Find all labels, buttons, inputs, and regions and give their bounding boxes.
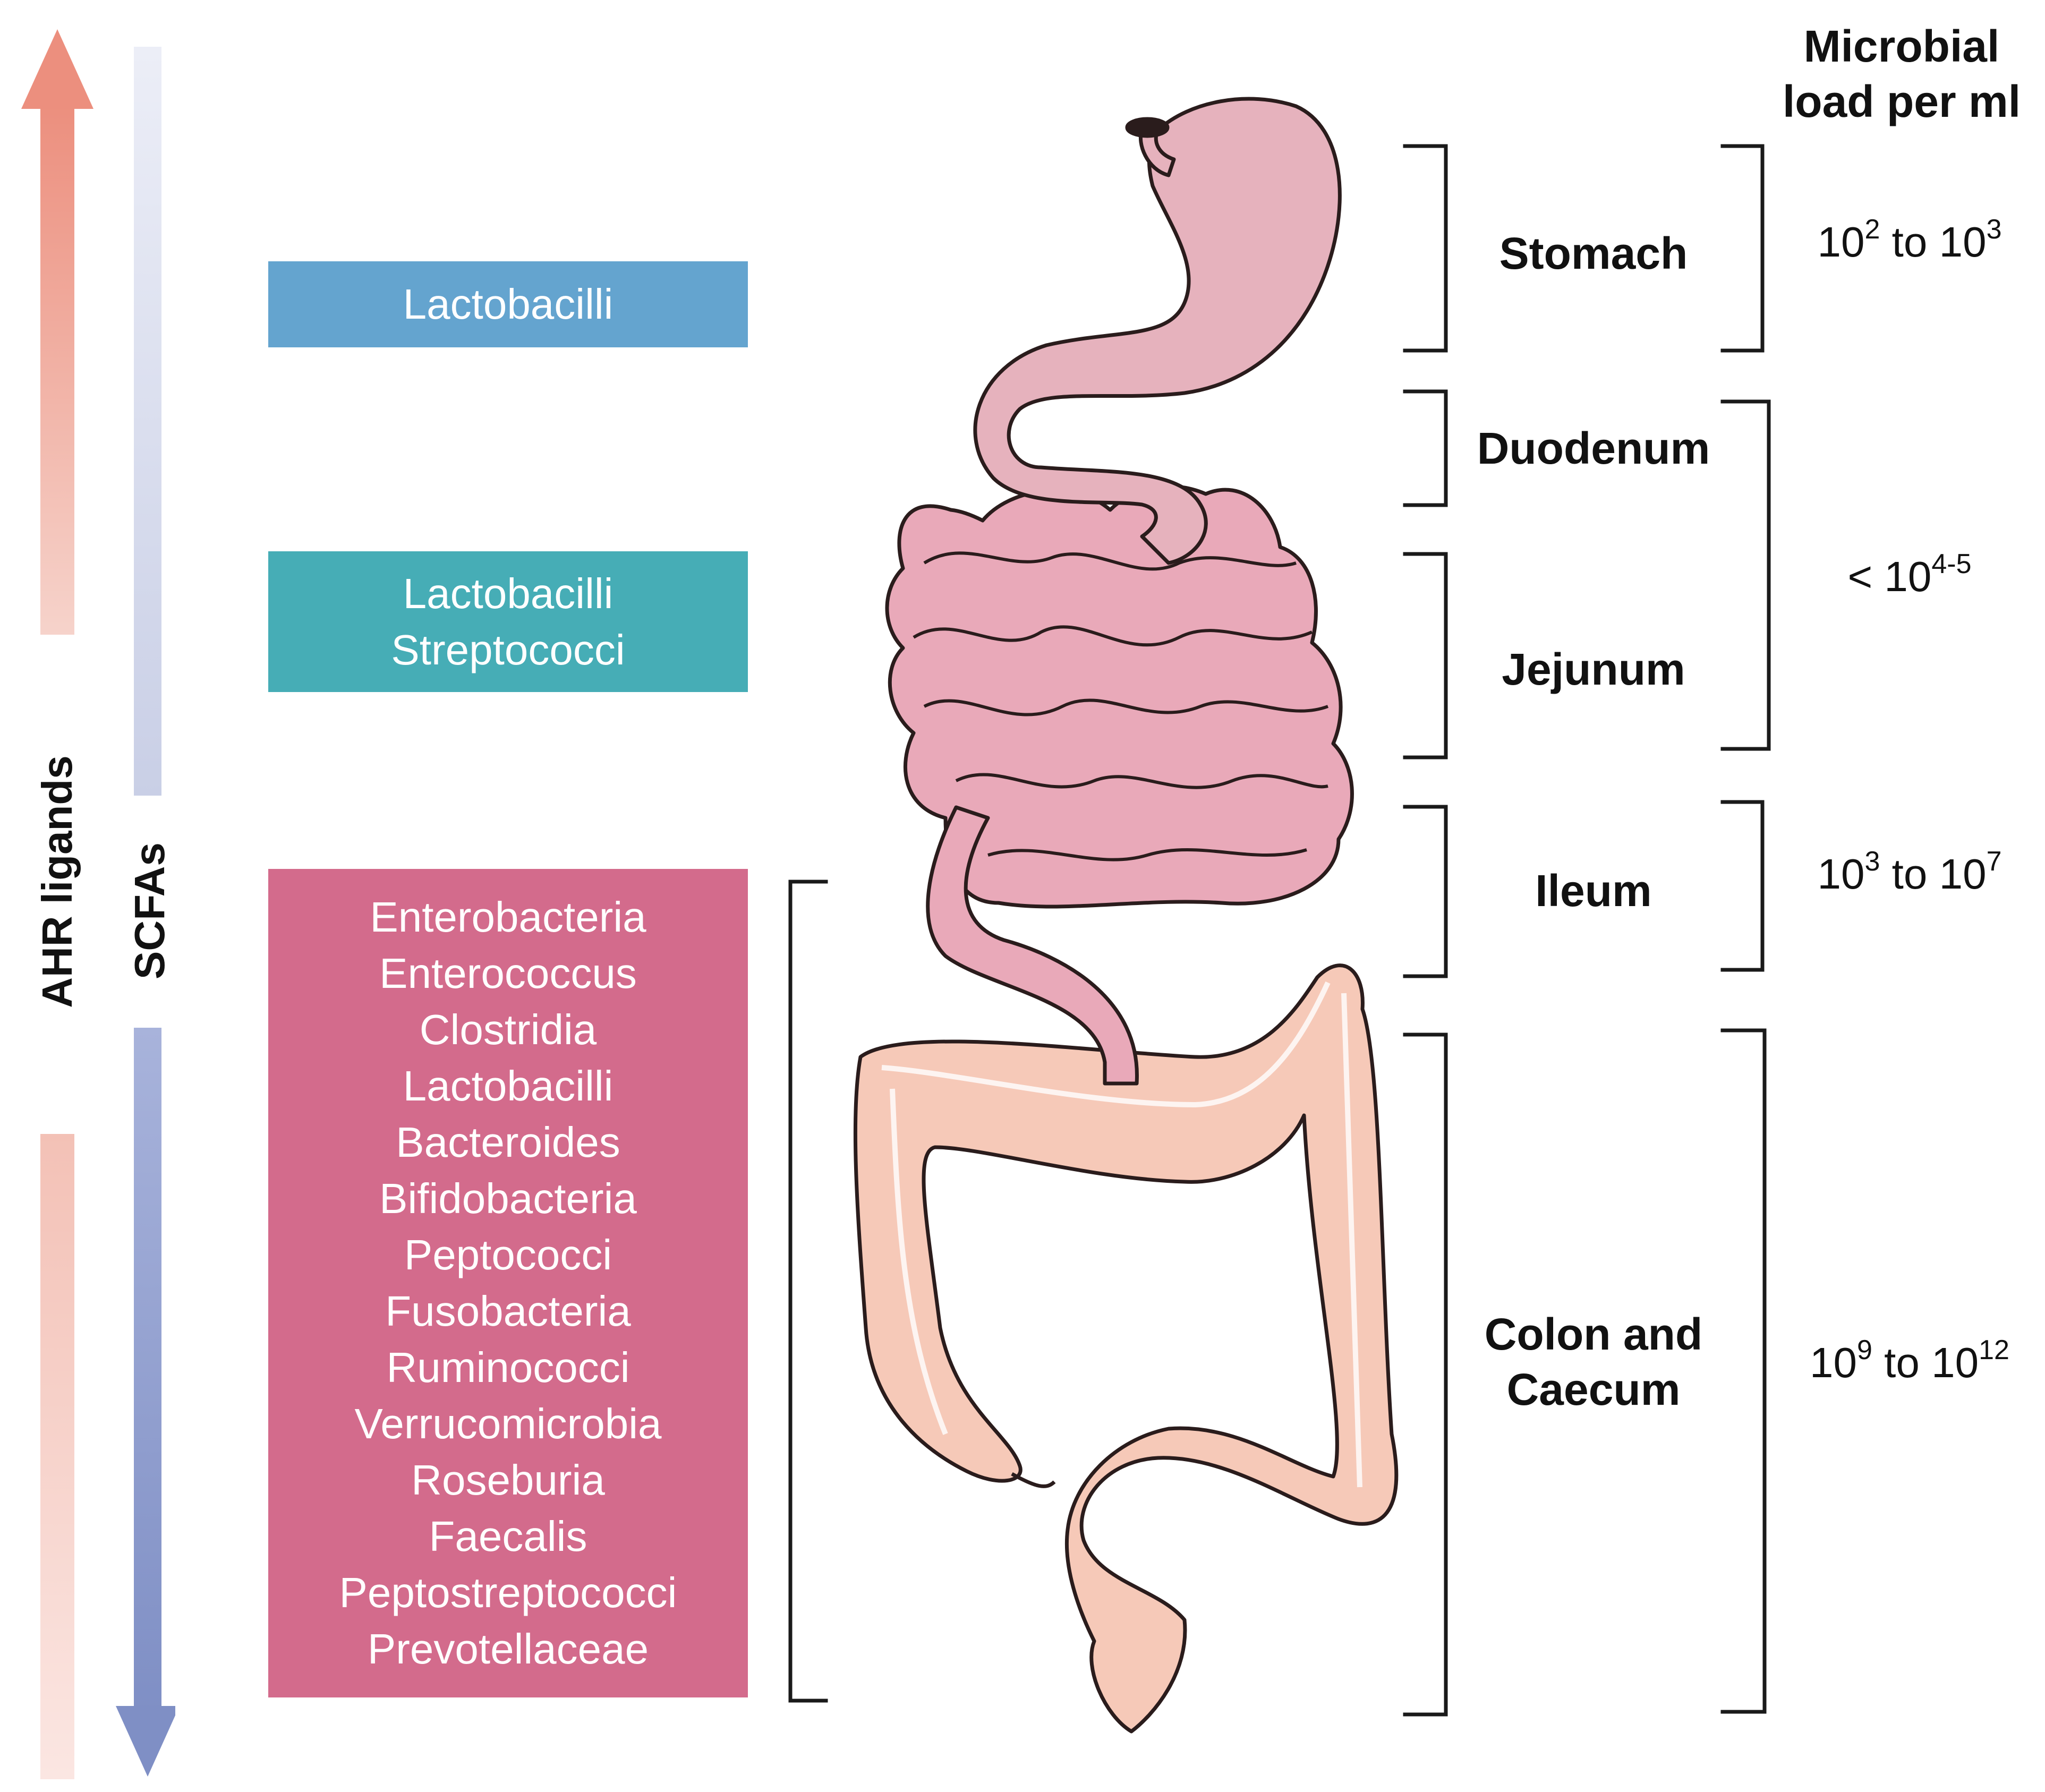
scfa-upper-bar bbox=[134, 47, 161, 796]
bacteria-label: Streptococci bbox=[391, 626, 625, 673]
scfa-arrow-shaft bbox=[134, 1028, 161, 1713]
colon-bacteria-bracket bbox=[788, 880, 828, 1703]
stomach-illustration bbox=[973, 97, 1342, 565]
bacteria-box-small-intestine: Lactobacilli Streptococci bbox=[268, 551, 748, 692]
load-base: 10 bbox=[1817, 850, 1865, 898]
load-exponent: 7 bbox=[1986, 846, 2002, 877]
load-exponent: 9 bbox=[1857, 1335, 1872, 1366]
ileum-bracket bbox=[1403, 805, 1448, 978]
colon-illustration bbox=[853, 963, 1399, 1734]
bacteria-label: Clostridia bbox=[419, 1006, 597, 1053]
load-bracket-stomach bbox=[1720, 144, 1765, 353]
bacteria-label: Ruminococci bbox=[386, 1344, 630, 1391]
load-bracket-ileum bbox=[1720, 800, 1765, 972]
load-exponent: 3 bbox=[1864, 846, 1880, 877]
bacteria-box-colon: Enterobacteria Enterococcus Clostridia L… bbox=[268, 869, 748, 1697]
bacteria-label: Peptococci bbox=[404, 1231, 612, 1278]
load-exponent: 3 bbox=[1986, 214, 2002, 245]
region-duodenum: Duodenum bbox=[1477, 423, 1710, 473]
region-colon-caecum: Colon and Caecum bbox=[1450, 1307, 1737, 1417]
load-exponent: 4-5 bbox=[1931, 549, 1972, 580]
region-stomach: Stomach bbox=[1499, 228, 1688, 278]
bacteria-label: Lactobacilli bbox=[403, 1062, 614, 1110]
gradient-arrows bbox=[21, 29, 175, 1779]
microbial-load-header: Microbial load per ml bbox=[1758, 19, 2045, 129]
stomach-bracket bbox=[1403, 144, 1448, 353]
scfa-arrow-head bbox=[116, 1706, 175, 1777]
region-jejunum: Jejunum bbox=[1502, 644, 1685, 694]
region-colon-line-1: Colon and bbox=[1484, 1309, 1703, 1359]
load-small-intestine: < 104-5 bbox=[1774, 549, 2045, 601]
load-base: 10 bbox=[1939, 850, 1987, 898]
bacteria-label: Enterococcus bbox=[379, 950, 637, 997]
ahr-arrow-shaft bbox=[40, 106, 74, 635]
small-intestine-illustration bbox=[885, 484, 1354, 1086]
bacteria-label: Peptostreptococci bbox=[339, 1569, 677, 1616]
bacteria-label: Lactobacilli bbox=[403, 569, 614, 617]
load-base: 10 bbox=[1817, 218, 1865, 266]
load-exponent: 2 bbox=[1864, 214, 1880, 245]
load-base: 10 bbox=[1810, 1339, 1857, 1386]
load-ileum: 103 to 107 bbox=[1774, 848, 2045, 899]
bacteria-label: Roseburia bbox=[411, 1456, 605, 1504]
region-ileum: Ileum bbox=[1535, 866, 1652, 916]
load-exponent: 12 bbox=[1979, 1335, 2009, 1366]
region-colon-line-2: Caecum bbox=[1506, 1364, 1681, 1414]
load-sep: to bbox=[1880, 218, 1939, 266]
bacteria-label: Bacteroides bbox=[396, 1119, 620, 1166]
load-sep: to bbox=[1872, 1339, 1932, 1386]
jejunum-bracket bbox=[1403, 552, 1448, 760]
load-base: 10 bbox=[1931, 1339, 1979, 1386]
load-base: 10 bbox=[1939, 218, 1987, 266]
colon-bracket bbox=[1403, 1032, 1448, 1717]
header-line-1: Microbial bbox=[1803, 21, 2000, 71]
header-line-2: load per ml bbox=[1782, 76, 2021, 126]
load-stomach: 102 to 103 bbox=[1774, 216, 2045, 267]
bacteria-label: Enterobacteria bbox=[370, 893, 646, 941]
bacteria-label: Fusobacteria bbox=[385, 1287, 631, 1335]
load-bracket-colon bbox=[1720, 1028, 1767, 1714]
bacteria-label: Faecalis bbox=[429, 1513, 587, 1560]
load-bracket-small-intestine bbox=[1720, 399, 1771, 751]
duodenum-bracket bbox=[1403, 389, 1448, 507]
ahr-lower-bar bbox=[40, 1134, 74, 1779]
load-base: < 10 bbox=[1847, 553, 1932, 600]
load-colon: 109 to 1012 bbox=[1774, 1335, 2045, 1387]
bacteria-box-stomach: Lactobacilli bbox=[268, 261, 748, 347]
ahr-arrow-head bbox=[21, 29, 93, 109]
bacteria-label: Prevotellaceae bbox=[367, 1625, 649, 1672]
bacteria-label: Verrucomicrobia bbox=[354, 1400, 662, 1447]
bacteria-label: Lactobacilli bbox=[403, 280, 614, 328]
bacteria-label: Bifidobacteria bbox=[379, 1175, 637, 1222]
load-sep: to bbox=[1880, 850, 1939, 898]
